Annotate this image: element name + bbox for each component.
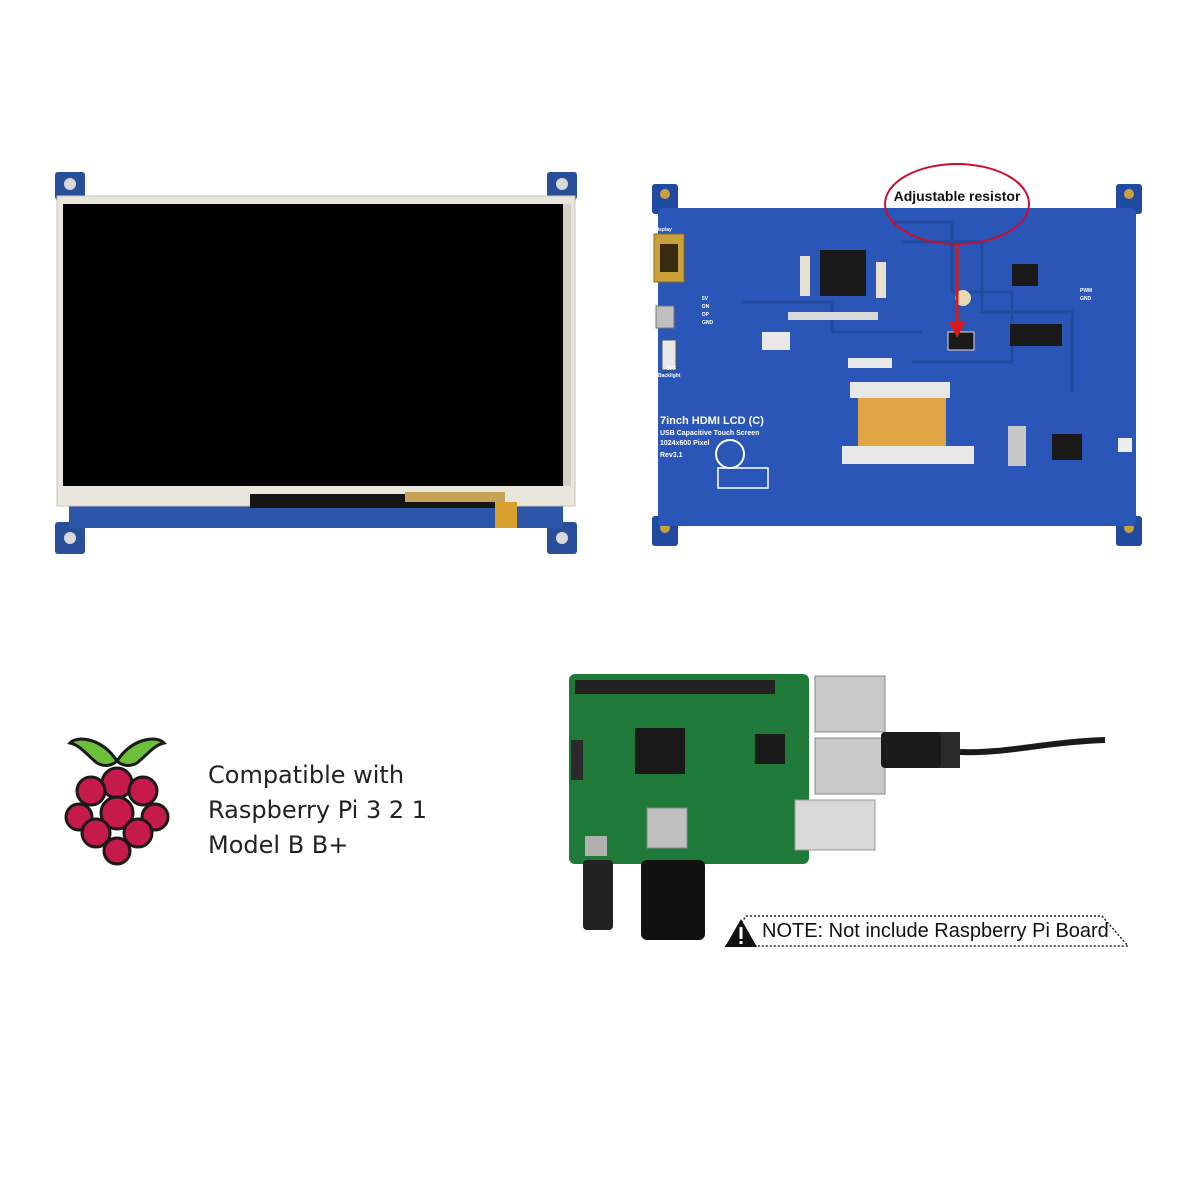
compat-line-2: Raspberry Pi 3 2 1 [208,796,428,824]
pcb-board-icon [652,184,1142,546]
raspberry-pi-logo-icon [64,737,170,866]
pcb-resolution: 1024x600 Pixel [660,440,710,447]
pcb-pin-dn: DN [702,304,710,310]
pcb-pin-dp: DP [702,312,709,318]
note-banner: NOTE: Not include Raspberry Pi Board [722,914,1132,950]
raspberry-pi-board-photo [555,668,1115,948]
compatibility-text: Compatible with Raspberry Pi 3 2 1 Model… [208,758,468,863]
pcb-pin-pwm: PWM [1080,288,1093,294]
compat-line-1: Compatible with [208,761,405,789]
lcd-front-icon [55,172,577,554]
callout-ellipse-icon [884,163,1030,338]
compat-line-3: Model B B+ [208,831,349,859]
pcb-pin-gnd: GND [702,320,714,326]
lcd-front-view [55,172,577,554]
adjustable-resistor-callout: Adjustable resistor [883,162,1031,338]
warning-icon [725,919,757,947]
pcb-label-off: OFF [666,366,676,372]
note-text: NOTE: Not include Raspberry Pi Board [762,920,1109,942]
pcb-label-backlight: Backlight [658,373,681,379]
raspberry-pi-board-icon [569,674,1106,940]
pcb-label-display: Display [654,227,672,233]
raspberry-pi-logo [62,733,172,868]
pcb-revision: Rev3.1 [660,452,683,459]
pcb-pin-5v: 5V [702,296,709,302]
lcd-back-view: 7inch HDMI LCD (C) USB Capacitive Touch … [652,182,1142,548]
pcb-pin-gnd-right: GND [1080,296,1092,302]
pcb-subtitle: USB Capacitive Touch Screen [660,430,760,437]
callout-label: Adjustable resistor [893,188,1021,204]
pcb-title: 7inch HDMI LCD (C) [660,415,764,427]
